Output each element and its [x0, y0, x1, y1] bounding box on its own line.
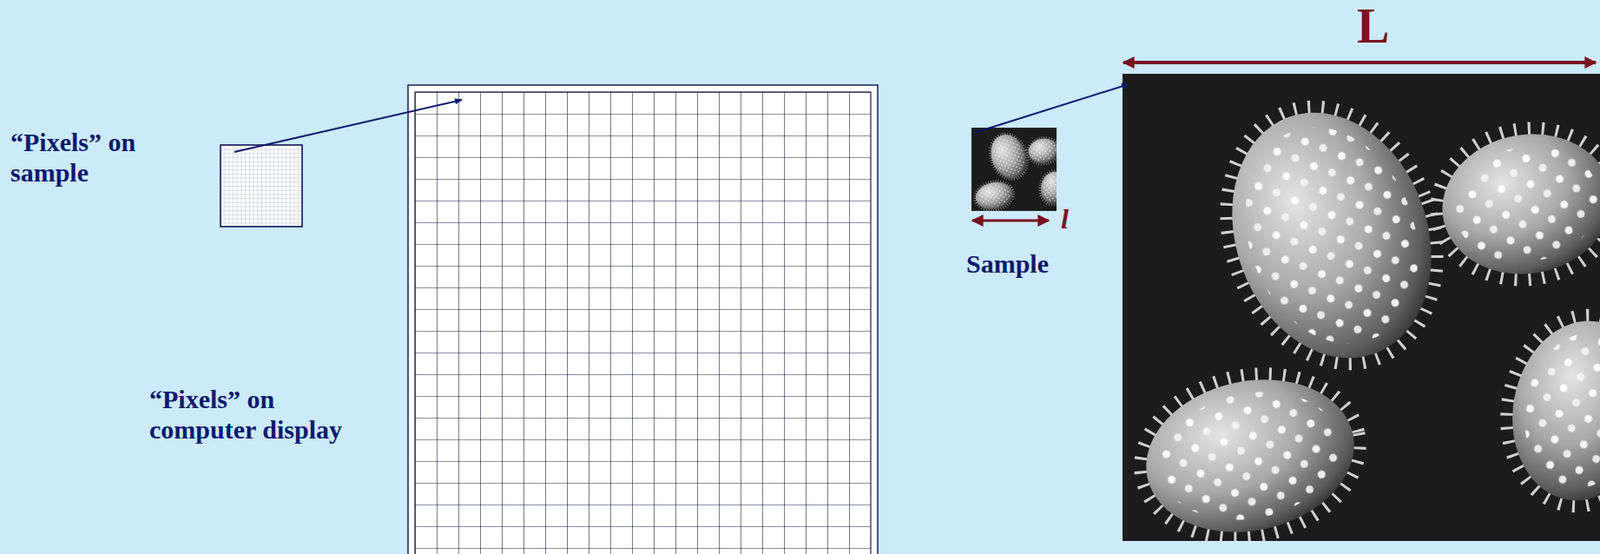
leader-arrow — [234, 99, 462, 152]
large-dimension-label: L — [1356, 1, 1410, 51]
sample-image — [971, 127, 1070, 214]
display-pixels-label: “Pixels” on computer display — [149, 383, 384, 445]
dimension-arrow — [1123, 60, 1596, 65]
magnified-image — [1122, 73, 1600, 554]
sample-pixels-label: “Pixels” on sample — [10, 126, 189, 188]
dimension-arrow — [972, 219, 1049, 223]
sample-pixel-grid — [220, 144, 303, 227]
sample-label: Sample — [966, 248, 1088, 279]
leader-arrow — [974, 84, 1129, 133]
small-dimension-label: l — [1060, 203, 1087, 236]
